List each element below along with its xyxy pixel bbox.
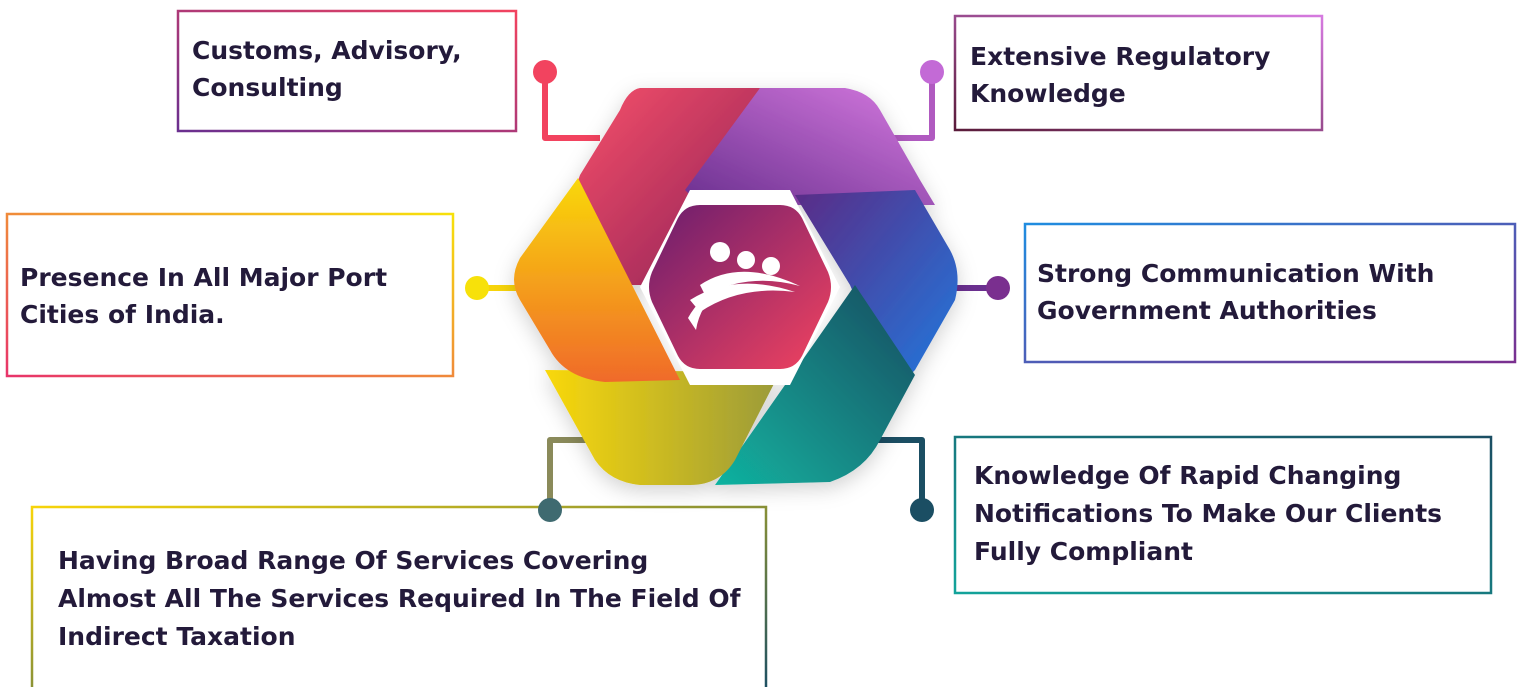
feature-box-regulatory: Extensive Regulatory Knowledge	[968, 36, 1318, 114]
connector-customs	[542, 72, 600, 141]
people-bridge-logo-icon	[688, 242, 800, 330]
feature-box-ports: Presence In All Major Port Cities of Ind…	[18, 257, 448, 335]
feature-text-notifications: Knowledge Of Rapid Changing Notification…	[974, 461, 1443, 566]
feature-text-customs: Customs, Advisory, Consulting	[192, 36, 462, 102]
segment-teal	[715, 285, 915, 485]
segment-yellow	[545, 370, 780, 485]
dot-regulatory	[920, 60, 944, 84]
feature-box-services: Having Broad Range Of Services Covering …	[56, 540, 756, 658]
feature-text-communication: Strong Communication With Government Aut…	[1037, 259, 1435, 325]
feature-box-customs: Customs, Advisory, Consulting	[190, 30, 510, 108]
dot-notifications	[910, 498, 934, 522]
connector-notifications	[872, 437, 925, 510]
dot-services	[538, 498, 562, 522]
dot-ports	[465, 276, 489, 300]
dot-customs	[533, 60, 557, 84]
feature-box-notifications: Knowledge Of Rapid Changing Notification…	[972, 455, 1487, 573]
feature-text-ports: Presence In All Major Port Cities of Ind…	[20, 263, 388, 329]
feature-text-regulatory: Extensive Regulatory Knowledge	[970, 42, 1271, 108]
feature-box-communication: Strong Communication With Government Aut…	[1035, 253, 1510, 331]
segment-orange	[514, 178, 680, 382]
dot-communication	[986, 276, 1010, 300]
segment-red	[573, 88, 760, 285]
segment-purple	[685, 88, 935, 205]
feature-text-services: Having Broad Range Of Services Covering …	[58, 546, 741, 651]
segment-blue	[795, 190, 958, 390]
